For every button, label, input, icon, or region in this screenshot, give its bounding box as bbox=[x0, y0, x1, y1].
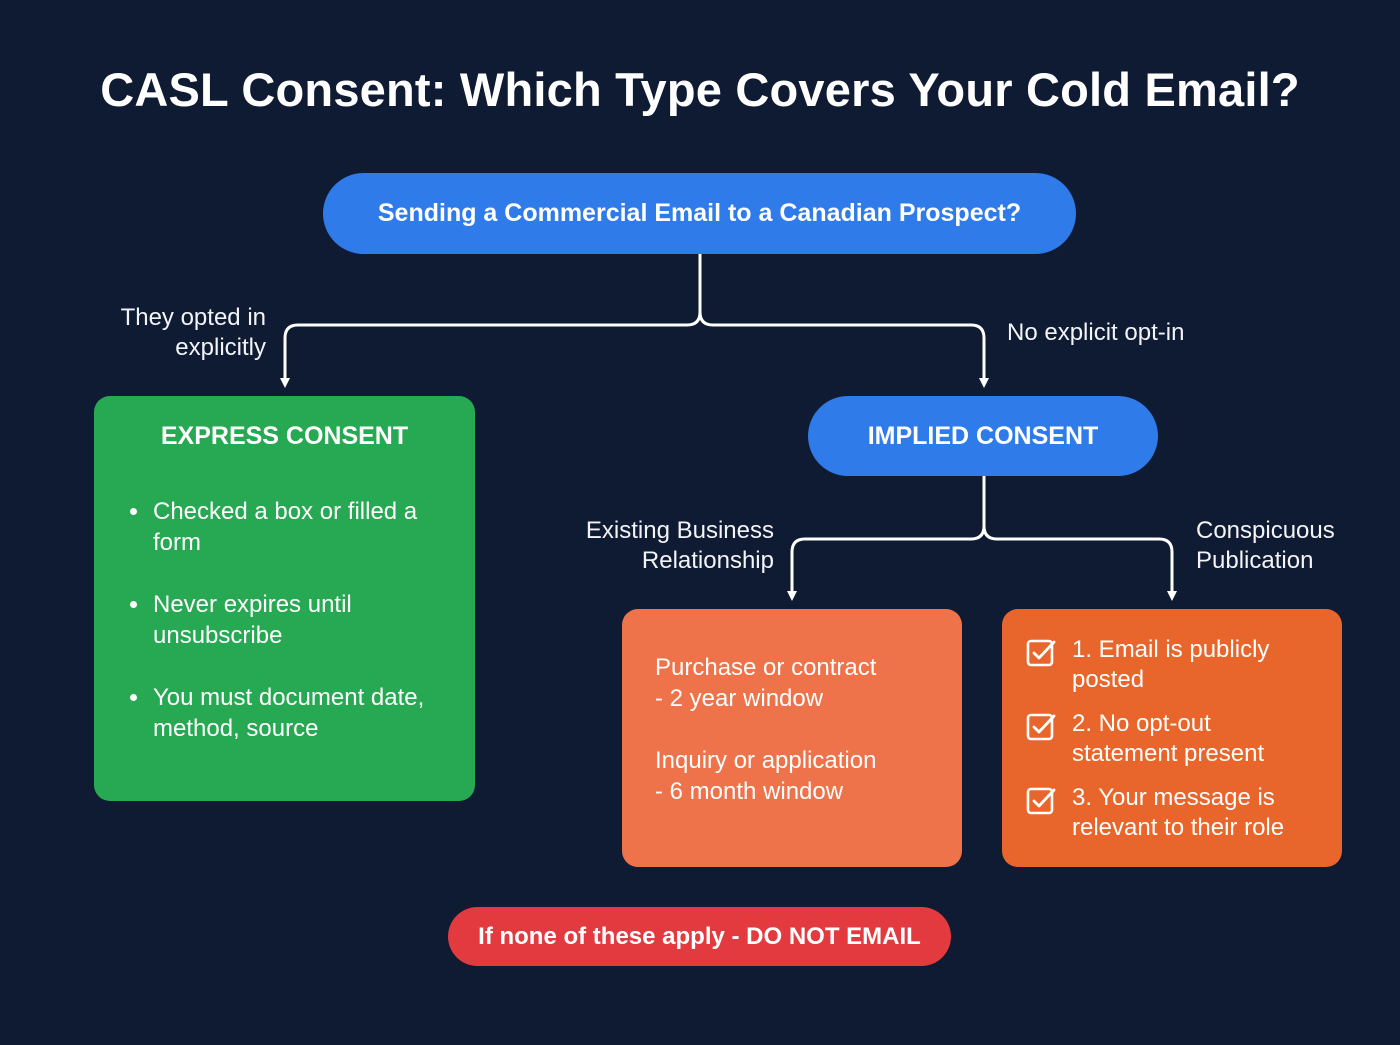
existing-business-box: Purchase or contract - 2 year window Inq… bbox=[622, 609, 962, 867]
list-item: Purchase or contract - 2 year window bbox=[655, 652, 945, 714]
express-consent-list: Checked a box or filled a form Never exp… bbox=[130, 496, 460, 775]
cp-item-line: 3. Your message is bbox=[1072, 784, 1275, 811]
checkbox-checked-icon bbox=[1026, 639, 1056, 667]
list-item: Never expires until unsubscribe bbox=[130, 589, 460, 651]
ebr-item-line: - 2 year window bbox=[655, 685, 824, 712]
ebr-item-line: - 6 month window bbox=[655, 778, 844, 805]
connector-implied-left bbox=[787, 474, 986, 601]
start-node: Sending a Commercial Email to a Canadian… bbox=[323, 173, 1076, 254]
connector-implied-right bbox=[982, 524, 1177, 601]
cp-item-line: 1. Email is publicly bbox=[1072, 636, 1270, 663]
checkbox-checked-icon bbox=[1026, 713, 1056, 741]
checkbox-checked-icon bbox=[1026, 787, 1056, 815]
cp-item-line: posted bbox=[1072, 666, 1145, 693]
conspicuous-publication-box: 1. Email is publicly posted 2. No opt-ou… bbox=[1002, 609, 1342, 867]
express-consent-box: EXPRESS CONSENT Checked a box or filled … bbox=[94, 396, 475, 801]
implied-consent-node: IMPLIED CONSENT bbox=[808, 396, 1158, 476]
cp-item-text: 2. No opt-out statement present bbox=[1072, 709, 1332, 769]
edge-label-opted-in: They opted in explicitly bbox=[120, 304, 266, 361]
list-item: Checked a box or filled a form bbox=[130, 496, 460, 558]
connector-start-right bbox=[698, 310, 989, 388]
list-item: Inquiry or application - 6 month window bbox=[655, 745, 945, 807]
cp-item-text: 3. Your message is relevant to their rol… bbox=[1072, 783, 1332, 843]
edge-label-conspicuous-publication: Conspicuous Publication bbox=[1196, 517, 1335, 574]
cp-item-text: 1. Email is publicly posted bbox=[1072, 635, 1332, 695]
do-not-email-warning: If none of these apply - DO NOT EMAIL bbox=[448, 907, 951, 966]
express-consent-title: EXPRESS CONSENT bbox=[160, 422, 409, 450]
connector-start-trunk bbox=[280, 252, 702, 388]
diagram-title: CASL Consent: Which Type Covers Your Col… bbox=[100, 63, 1300, 116]
edge-label-no-opt-in: No explicit opt-in bbox=[1007, 319, 1185, 346]
edge-label-existing-business: Existing Business Relationship bbox=[585, 517, 774, 574]
ebr-item-line: Purchase or contract bbox=[655, 654, 877, 681]
cp-item-line: statement present bbox=[1072, 740, 1265, 767]
cp-item-line: relevant to their role bbox=[1072, 814, 1285, 841]
cp-item-line: 2. No opt-out bbox=[1072, 710, 1211, 737]
list-item: You must document date, method, source bbox=[130, 682, 460, 744]
ebr-item-line: Inquiry or application bbox=[655, 747, 877, 774]
